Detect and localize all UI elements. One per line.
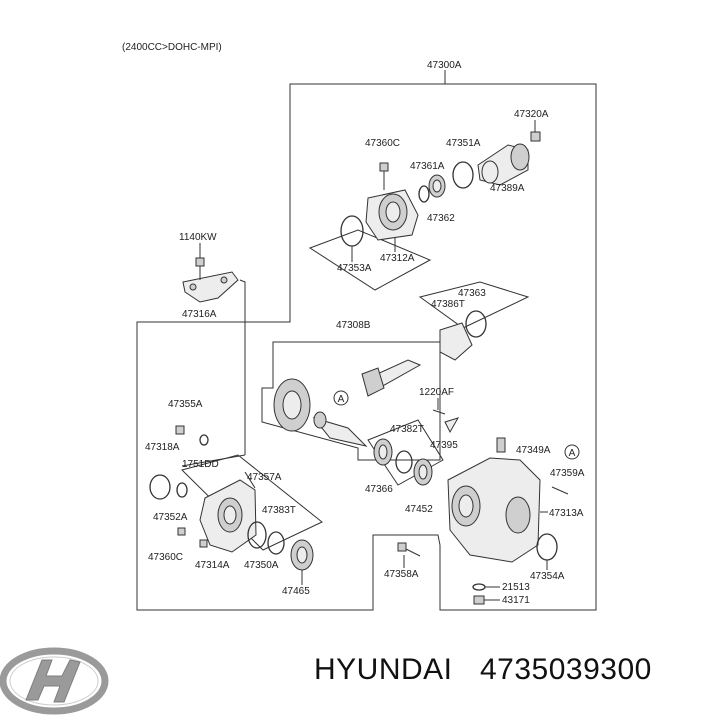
- shim-47382T: [395, 450, 413, 474]
- hollow-shaft: [312, 411, 368, 447]
- bearing-47366: [373, 438, 393, 466]
- callout-47300A: 47300A: [427, 60, 462, 71]
- group-outline-47366: [367, 419, 444, 486]
- group-frame-47308B: [261, 341, 441, 461]
- callout-47366: 47366: [365, 484, 393, 495]
- ref-circle-a-right: [564, 444, 580, 460]
- callout-1140KW: 1140KW: [179, 232, 217, 243]
- part-number: 4735039300: [480, 653, 652, 686]
- callout-47354A: 47354A: [530, 571, 565, 582]
- callout-47352A: 47352A: [153, 512, 188, 523]
- pin-47359A: [551, 486, 569, 495]
- o-ring-47354A: [536, 533, 558, 561]
- callout-47465: 47465: [282, 586, 310, 597]
- shim-47383T: [247, 521, 267, 549]
- callout-47353A: 47353A: [337, 263, 372, 274]
- cover-47314A: [199, 479, 257, 553]
- leader-47357A: [244, 471, 256, 489]
- ref-label-a-right: A: [569, 448, 576, 459]
- ref-label-a-top: A: [338, 394, 345, 405]
- hyundai-logo-icon: [0, 647, 109, 715]
- ref-circle-a-top: [333, 390, 349, 406]
- nut-47320A: [530, 131, 541, 142]
- pinion-shaft: [361, 359, 422, 397]
- bolt-47352A: [177, 527, 186, 536]
- callout-43171: 43171: [502, 595, 530, 606]
- callout-47383T: 47383T: [262, 505, 296, 516]
- callout-47350A: 47350A: [244, 560, 279, 571]
- seal-47351A: [452, 161, 474, 189]
- adapter-housing-47312A: [365, 189, 419, 241]
- seal-47318A: [149, 474, 171, 500]
- engine-note: (2400CC>DOHC-MPI): [122, 42, 222, 53]
- plug-1751DD: [199, 434, 209, 446]
- callout-47358A: 47358A: [384, 569, 419, 580]
- callout-47362: 47362: [427, 213, 455, 224]
- bolt-1140KW: [195, 257, 205, 280]
- callout-47355A: 47355A: [168, 399, 203, 410]
- callout-47314A: 47314A: [195, 560, 230, 571]
- gasket-47386T: [439, 322, 473, 361]
- o-ring-47352A: [176, 482, 188, 498]
- group-outline-47363: [418, 281, 530, 329]
- callout-47395: 47395: [430, 440, 458, 451]
- callout-47363: 47363: [458, 288, 486, 299]
- callout-47360C-bottom: 47360C: [148, 552, 183, 563]
- callout-47351A: 47351A: [446, 138, 481, 149]
- seal-47363: [465, 310, 487, 338]
- ring-47350A: [267, 531, 285, 555]
- pin-1220AF: [432, 409, 446, 415]
- bracket-link-line: [239, 279, 246, 455]
- callout-47312A: 47312A: [380, 253, 415, 264]
- bolt-47358A: [397, 542, 421, 557]
- clip-47395: [444, 417, 460, 434]
- flange-47389A: [477, 143, 530, 186]
- bolt-47360C-bottom: [199, 539, 208, 548]
- plug-43171: [473, 595, 485, 605]
- callout-47386T: 47386T: [431, 299, 465, 310]
- bearing-47361A: [428, 174, 446, 198]
- callout-47359A: 47359A: [550, 468, 585, 479]
- assembly-frame: [136, 83, 597, 611]
- callout-47320A: 47320A: [514, 109, 549, 120]
- callout-21513: 21513: [502, 582, 530, 593]
- bracket-47316A: [182, 271, 239, 303]
- callout-47360C-top: 47360C: [365, 138, 400, 149]
- callout-47452: 47452: [405, 504, 433, 515]
- callout-1751DD: 1751DD: [182, 459, 219, 470]
- callout-47316A: 47316A: [182, 309, 217, 320]
- seal-47465: [290, 539, 314, 571]
- spacer-47362: [418, 185, 430, 203]
- washer-21513: [472, 583, 486, 591]
- callout-47318A: 47318A: [145, 442, 180, 453]
- bolt-47355A: [175, 425, 185, 435]
- callout-47361A: 47361A: [410, 161, 445, 172]
- bearing-47452: [413, 458, 433, 486]
- bolt-47360C-top: [379, 162, 389, 190]
- sensor-47349A: [496, 437, 506, 453]
- callout-47308B: 47308B: [336, 320, 371, 331]
- callout-1220AF: 1220AF: [419, 387, 454, 398]
- case-housing-47313A: [447, 457, 541, 563]
- brand-name: HYUNDAI: [314, 653, 453, 686]
- callout-47313A: 47313A: [549, 508, 584, 519]
- callout-47382T: 47382T: [390, 424, 424, 435]
- leader-1751DD: [181, 454, 246, 467]
- ring-gear: [273, 378, 311, 432]
- callout-47389A: 47389A: [490, 183, 525, 194]
- callout-47349A: 47349A: [516, 445, 551, 456]
- callout-47357A: 47357A: [247, 472, 282, 483]
